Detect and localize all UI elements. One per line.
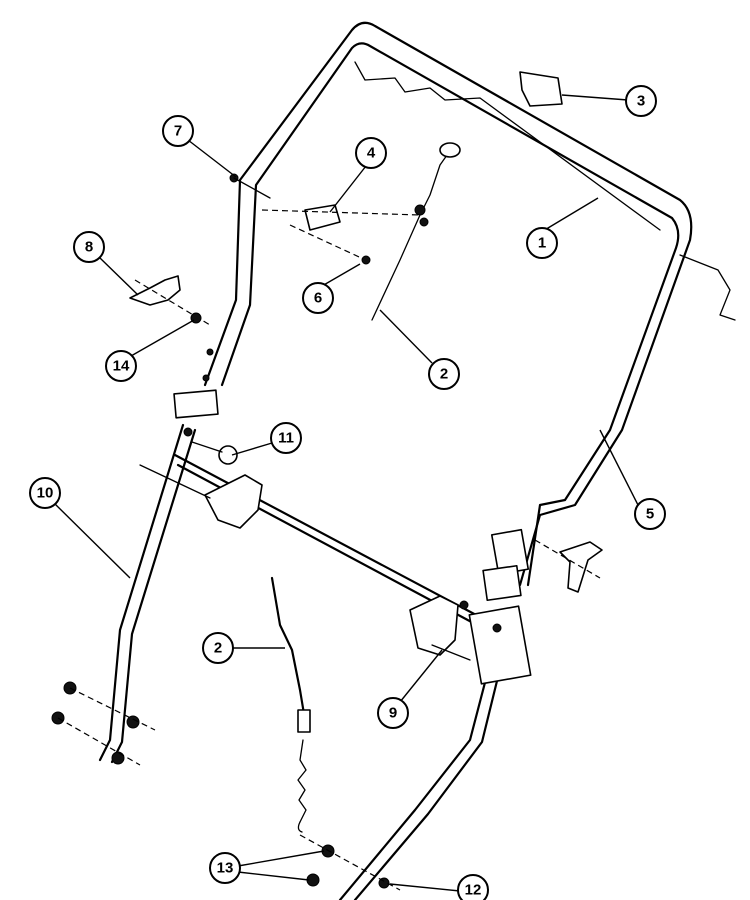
bolt-11 — [191, 441, 238, 465]
wing-knob-5 — [482, 528, 603, 602]
callout-label: 10 — [37, 485, 54, 502]
callout-label: 1 — [538, 235, 546, 252]
callout-10: 10 — [29, 477, 131, 579]
callout-4: 4 — [329, 137, 387, 213]
callout-1: 1 — [526, 197, 599, 259]
callout-2-upper: 2 — [379, 309, 460, 390]
callout-5: 5 — [599, 429, 666, 530]
wing-knob-8 — [129, 275, 211, 326]
callout-label: 2 — [440, 366, 448, 383]
clip-part — [519, 71, 563, 107]
callout-label: 14 — [113, 358, 130, 375]
callout-8: 8 — [73, 231, 139, 296]
callout-label: 13 — [217, 860, 234, 877]
callout-label: 5 — [646, 506, 654, 523]
control-lever-9 — [409, 595, 471, 661]
callout-7: 7 — [162, 115, 237, 178]
upper-handle — [173, 21, 736, 587]
callout-3: 3 — [561, 85, 657, 117]
callout-label: 4 — [367, 145, 376, 162]
hardware-left-bottom — [51, 681, 156, 766]
callout-11: 11 — [231, 422, 302, 456]
callout-9: 9 — [377, 649, 443, 729]
callout-label: 8 — [85, 239, 93, 256]
callout-label: 9 — [389, 705, 397, 722]
callout-12: 12 — [389, 874, 489, 900]
callout-label: 6 — [314, 290, 322, 307]
callout-label: 2 — [214, 640, 222, 657]
control-lever-left — [139, 464, 263, 529]
callout-14: 14 — [105, 319, 195, 382]
callout-label: 3 — [637, 93, 645, 110]
latch-bracket — [261, 142, 461, 321]
lower-handle — [98, 423, 532, 900]
callout-label: 7 — [174, 123, 182, 140]
lower-cable — [270, 576, 311, 833]
bolt-7 — [229, 173, 271, 199]
hardware-bottom — [299, 834, 401, 891]
callout-6: 6 — [302, 263, 361, 314]
callout-label: 11 — [278, 430, 294, 447]
callout-13: 13 — [209, 850, 325, 884]
callout-2-lower: 2 — [202, 632, 285, 664]
callout-label: 12 — [465, 882, 482, 899]
